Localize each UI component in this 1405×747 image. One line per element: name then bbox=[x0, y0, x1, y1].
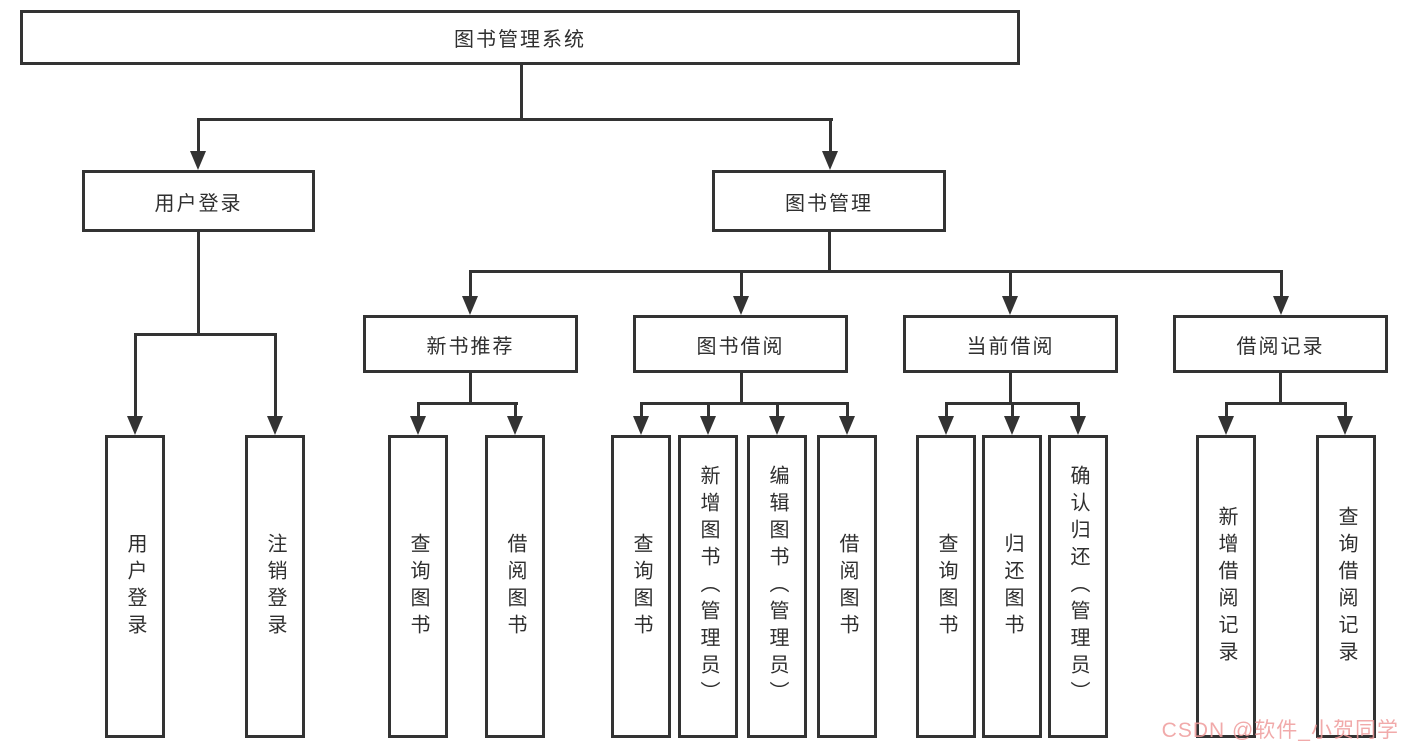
node-library-management-system: 图书管理系统 bbox=[20, 10, 1020, 65]
connector-line bbox=[520, 64, 523, 120]
arrow-down-icon bbox=[1218, 416, 1234, 435]
leaf-label: 注销登录 bbox=[264, 532, 286, 641]
leaf-label: 借阅图书 bbox=[504, 532, 526, 641]
leaf-label: 编辑图书（管理员） bbox=[766, 465, 788, 708]
connector-line bbox=[134, 333, 277, 336]
connector-line bbox=[846, 402, 849, 417]
arrow-down-icon bbox=[1070, 416, 1086, 435]
leaf-label: 归还图书 bbox=[1001, 532, 1023, 641]
connector-line bbox=[274, 333, 277, 417]
leaf-label: 用户登录 bbox=[124, 532, 146, 641]
leaf-label: 新增借阅记录 bbox=[1215, 505, 1237, 668]
connector-line bbox=[1344, 402, 1347, 417]
arrow-down-icon bbox=[267, 416, 283, 435]
connector-line bbox=[134, 333, 137, 417]
connector-line bbox=[1011, 402, 1014, 417]
node-label: 新书推荐 bbox=[426, 335, 515, 358]
connector-line bbox=[417, 402, 518, 405]
node-label: 图书管理系统 bbox=[454, 29, 586, 51]
arrow-down-icon bbox=[822, 151, 838, 170]
node-user-login: 用户登录 bbox=[82, 170, 315, 232]
connector-line bbox=[197, 232, 200, 336]
connector-line bbox=[1009, 270, 1012, 297]
connector-line bbox=[1225, 402, 1228, 417]
connector-line bbox=[1280, 270, 1283, 297]
connector-line bbox=[707, 402, 710, 417]
node-label: 用户登录 bbox=[154, 192, 243, 215]
arrow-down-icon bbox=[1273, 296, 1289, 315]
arrow-down-icon bbox=[1004, 416, 1020, 435]
leaf-query-borrow-record: 查询借阅记录 bbox=[1316, 435, 1376, 738]
connector-line bbox=[1077, 402, 1080, 417]
connector-line bbox=[1279, 373, 1282, 405]
node-new-book-recommend: 新书推荐 bbox=[363, 315, 578, 373]
node-label: 图书借阅 bbox=[696, 335, 785, 358]
leaf-return-books: 归还图书 bbox=[982, 435, 1042, 738]
leaf-label: 查询图书 bbox=[407, 532, 429, 641]
arrow-down-icon bbox=[733, 296, 749, 315]
connector-line bbox=[197, 118, 200, 153]
connector-line bbox=[514, 402, 517, 417]
csdn-watermark: CSDN @软件_小贺同学 bbox=[1161, 719, 1399, 742]
leaf-label: 查询借阅记录 bbox=[1335, 505, 1357, 668]
leaf-query-books-current: 查询图书 bbox=[916, 435, 976, 738]
arrow-down-icon bbox=[1002, 296, 1018, 315]
leaf-label: 借阅图书 bbox=[836, 532, 858, 641]
leaf-add-books-admin: 新增图书（管理员） bbox=[678, 435, 738, 738]
arrow-down-icon bbox=[633, 416, 649, 435]
arrow-down-icon bbox=[410, 416, 426, 435]
node-book-management: 图书管理 bbox=[712, 170, 946, 232]
arrow-down-icon bbox=[700, 416, 716, 435]
leaf-edit-books-admin: 编辑图书（管理员） bbox=[747, 435, 807, 738]
connector-line bbox=[417, 402, 420, 417]
arrow-down-icon bbox=[938, 416, 954, 435]
leaf-logout: 注销登录 bbox=[245, 435, 305, 738]
connector-line bbox=[740, 270, 743, 297]
node-label: 借阅记录 bbox=[1236, 335, 1325, 358]
node-current-borrow: 当前借阅 bbox=[903, 315, 1118, 373]
leaf-label: 查询图书 bbox=[630, 532, 652, 641]
leaf-borrow-books-recommend: 借阅图书 bbox=[485, 435, 545, 738]
leaf-label: 新增图书（管理员） bbox=[697, 465, 719, 708]
connector-line bbox=[640, 402, 849, 405]
leaf-borrow-books: 借阅图书 bbox=[817, 435, 877, 738]
arrow-down-icon bbox=[507, 416, 523, 435]
leaf-query-books-borrow: 查询图书 bbox=[611, 435, 671, 738]
node-label: 当前借阅 bbox=[966, 335, 1055, 358]
arrow-down-icon bbox=[127, 416, 143, 435]
node-label: 图书管理 bbox=[785, 192, 873, 215]
connector-line bbox=[740, 373, 743, 405]
leaf-label: 确认归还（管理员） bbox=[1067, 465, 1089, 708]
arrow-down-icon bbox=[839, 416, 855, 435]
connector-line bbox=[829, 118, 832, 153]
connector-line bbox=[1225, 402, 1347, 405]
arrow-down-icon bbox=[769, 416, 785, 435]
connector-line bbox=[197, 118, 833, 121]
connector-line bbox=[776, 402, 779, 417]
connector-line bbox=[469, 373, 472, 405]
connector-line bbox=[640, 402, 643, 417]
connector-line bbox=[828, 232, 831, 273]
leaf-query-books-recommend: 查询图书 bbox=[388, 435, 448, 738]
leaf-add-borrow-record: 新增借阅记录 bbox=[1196, 435, 1256, 738]
connector-line bbox=[1009, 373, 1012, 405]
connector-line bbox=[469, 270, 472, 297]
leaf-label: 查询图书 bbox=[935, 532, 957, 641]
connector-line bbox=[945, 402, 948, 417]
leaf-confirm-return-admin: 确认归还（管理员） bbox=[1048, 435, 1108, 738]
connector-line bbox=[469, 270, 1283, 273]
arrow-down-icon bbox=[1337, 416, 1353, 435]
node-book-borrow: 图书借阅 bbox=[633, 315, 848, 373]
arrow-down-icon bbox=[462, 296, 478, 315]
arrow-down-icon bbox=[190, 151, 206, 170]
node-borrow-records: 借阅记录 bbox=[1173, 315, 1388, 373]
leaf-user-login: 用户登录 bbox=[105, 435, 165, 738]
